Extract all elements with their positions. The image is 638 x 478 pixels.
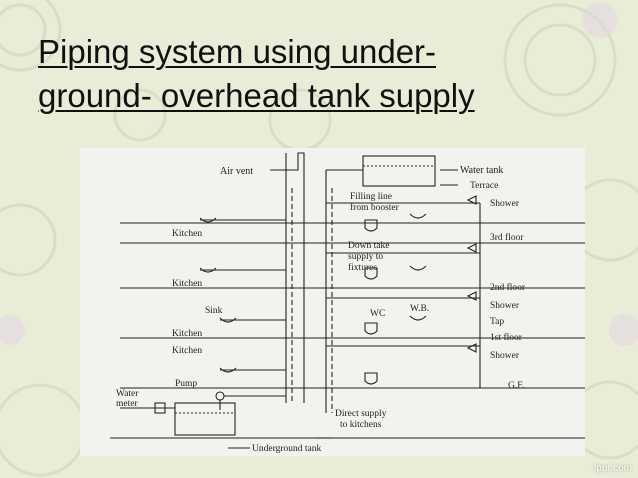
pump-icon [215, 391, 225, 401]
label-to-kitchens: to kitchens [340, 420, 382, 430]
air-vent-pipe [270, 152, 305, 403]
sink-icon [199, 267, 217, 273]
slide-title-line-1: Piping system using under- [38, 33, 437, 70]
label-meter: meter [116, 399, 138, 409]
wash-basin-icon [409, 265, 427, 271]
shower-icon [466, 343, 477, 353]
shower-icon [466, 243, 477, 253]
label-sink: Sink [205, 306, 223, 316]
slide-title: Piping system using under- ground- overh… [38, 30, 598, 118]
label-wb: W.B. [410, 304, 429, 314]
shower-icon [466, 291, 477, 301]
underground-tank [174, 402, 236, 436]
label-water-tank: Water tank [460, 165, 503, 176]
label-tap: Tap [490, 317, 504, 327]
wash-basin-icon [409, 213, 427, 219]
label-underground-tank: Underground tank [252, 444, 321, 454]
sink-icon [199, 217, 217, 223]
label-fixtures: fixtures [348, 262, 377, 273]
slide-title-line-2: ground- overhead tank supply [38, 77, 475, 114]
label-gf: G.F. [508, 381, 524, 391]
label-pump: Pump [175, 379, 197, 389]
label-terrace: Terrace [470, 181, 498, 191]
label-shower-bottom: Shower [490, 351, 520, 361]
label-from-booster: from booster [350, 202, 400, 213]
label-third-floor: 3rd floor [490, 232, 524, 243]
label-filling-line: Filling line [350, 192, 392, 202]
watermark: fppt.com [593, 463, 632, 474]
label-wc: WC [370, 309, 385, 319]
label-shower-top: Shower [490, 199, 520, 209]
piping-diagram: Air vent Water tank Terrace Filling line… [80, 148, 585, 456]
sink-icon [219, 317, 237, 323]
wc-icon [364, 322, 378, 335]
label-second-floor: 2nd floor [490, 282, 526, 293]
label-air-vent: Air vent [220, 166, 253, 177]
piping-diagram-svg: Air vent Water tank Terrace Filling line… [110, 152, 585, 454]
label-kitchen-4: Kitchen [172, 346, 202, 356]
wc-icon [364, 219, 378, 232]
label-shower-mid: Shower [490, 301, 520, 311]
label-water: Water [116, 389, 139, 399]
shower-icon [466, 195, 477, 205]
wc-icon [364, 372, 378, 385]
label-kitchen-1: Kitchen [172, 229, 202, 239]
label-kitchen-3: Kitchen [172, 329, 202, 339]
label-kitchen-2: Kitchen [172, 279, 202, 289]
sink-icon [219, 367, 237, 373]
wc-icon [364, 267, 378, 280]
water-meter-icon [154, 402, 166, 414]
label-supply-to: supply to [348, 252, 383, 262]
label-direct-supply: Direct supply [335, 409, 387, 419]
label-down-take: Down take [348, 241, 389, 251]
overhead-water-tank [362, 155, 436, 187]
wash-basin-icon [409, 315, 427, 321]
label-first-floor: 1st floor [490, 332, 523, 343]
